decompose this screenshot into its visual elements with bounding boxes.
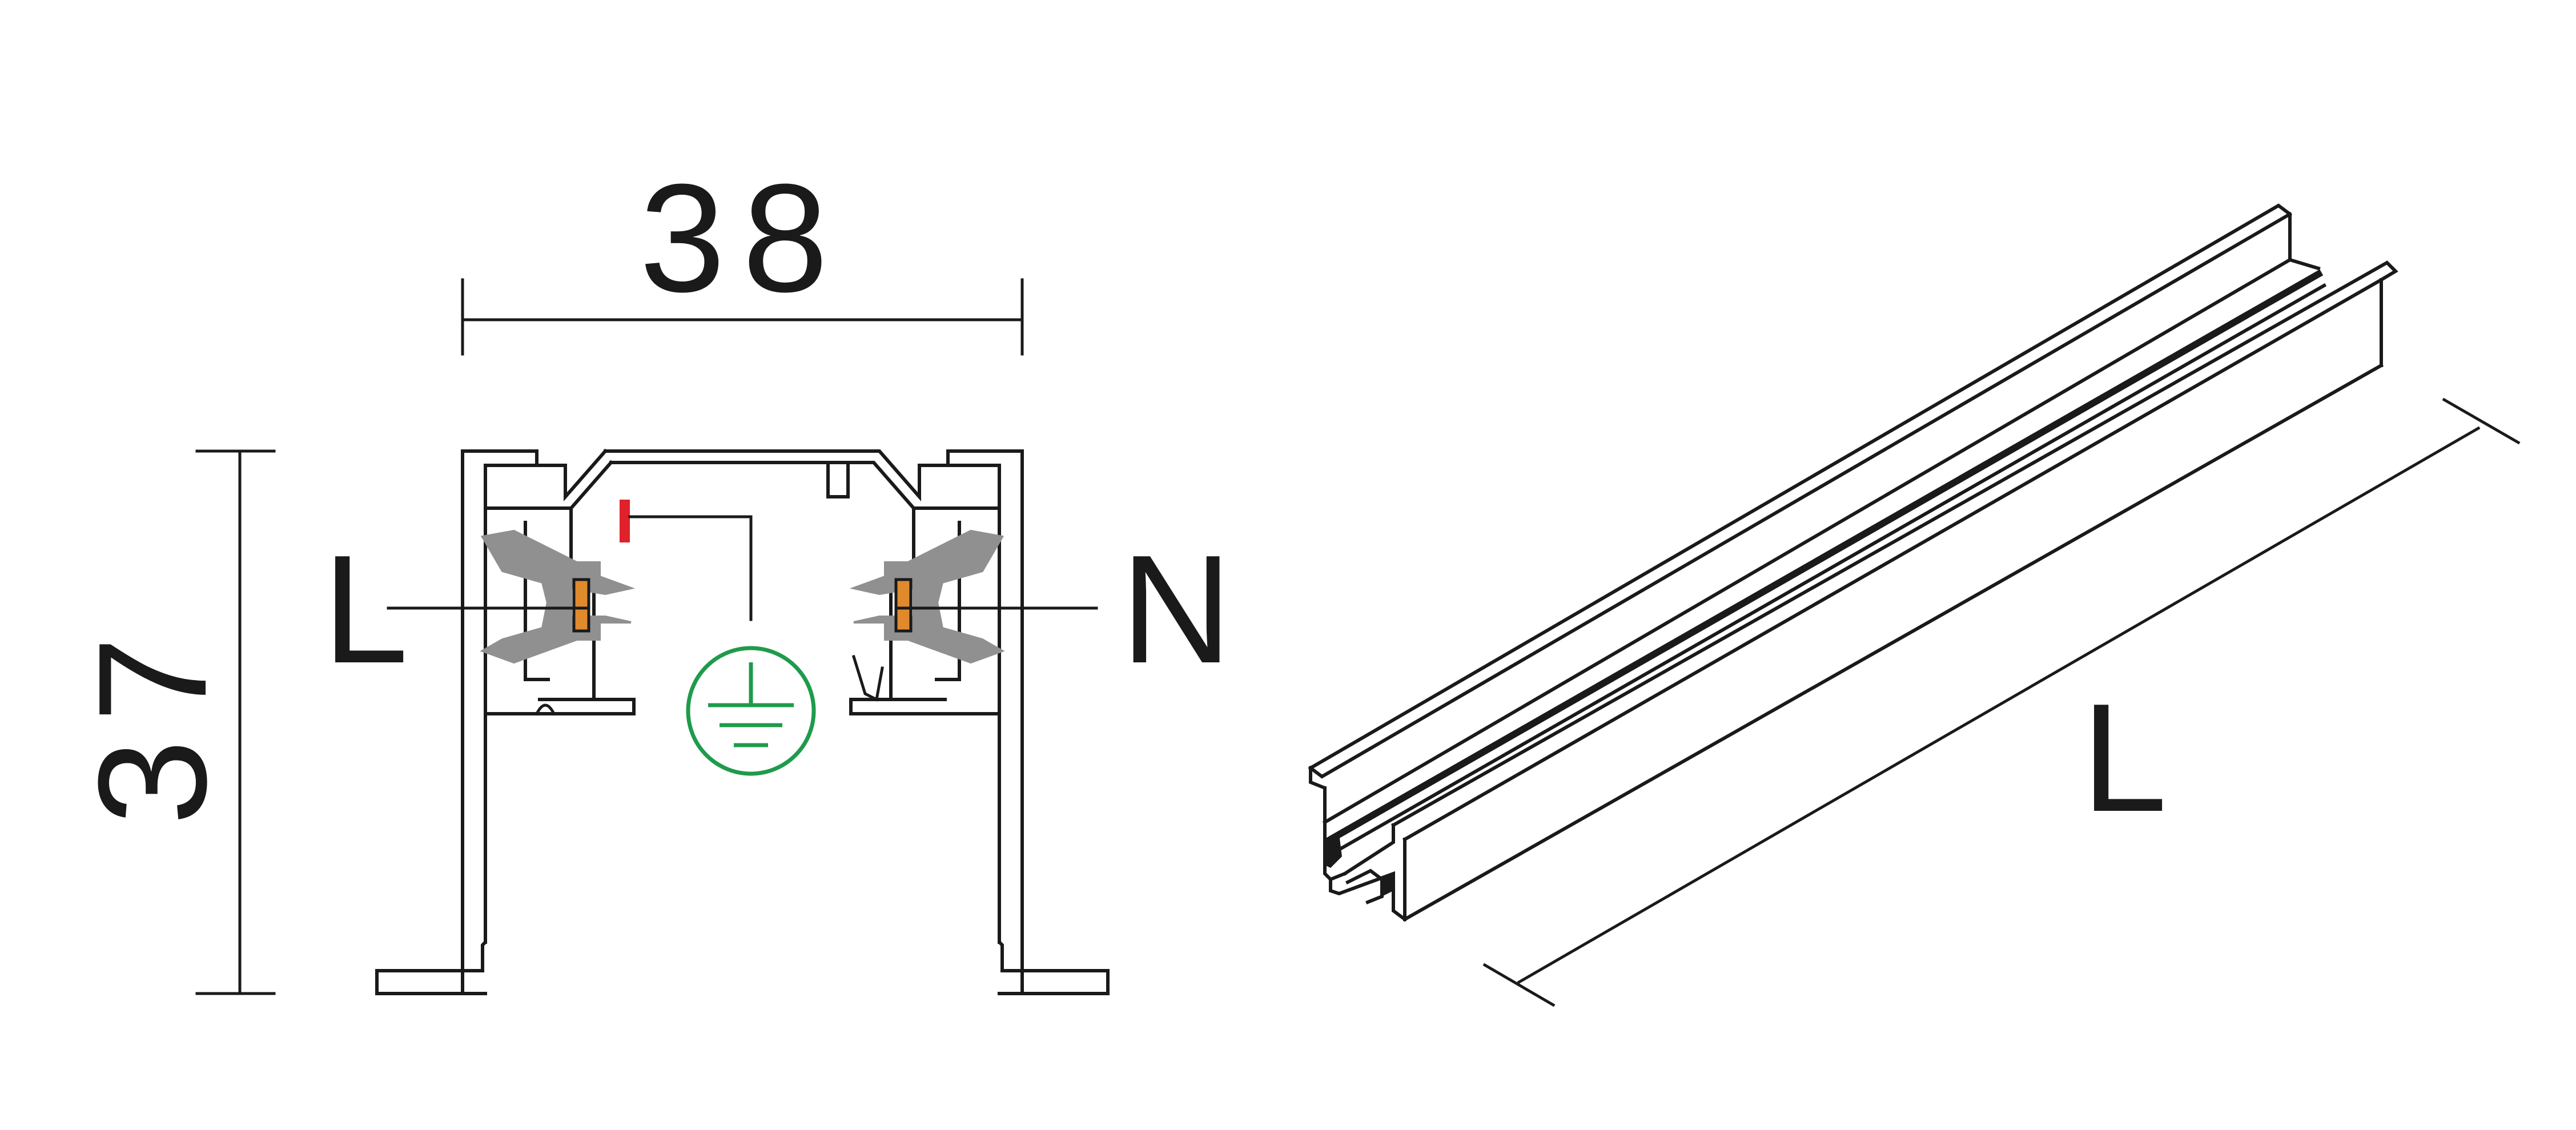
right-insulator — [849, 529, 1005, 702]
rail-isometric-view: L — [1308, 203, 2521, 1007]
live-conductor — [572, 578, 590, 633]
live-label: L — [323, 524, 408, 695]
earth-contact-marker — [620, 500, 630, 542]
rail-profile-outline — [375, 448, 1110, 995]
length-label: L — [2081, 672, 2167, 844]
neutral-conductor — [894, 578, 913, 633]
length-dimension: L — [1482, 397, 2521, 1007]
left-insulator — [480, 529, 636, 664]
height-dimension-value: 37 — [67, 620, 239, 825]
neutral-label: N — [1121, 524, 1232, 695]
earth-ground-icon — [686, 646, 816, 776]
height-dimension: 37 — [67, 449, 276, 995]
width-dimension: 38 — [461, 152, 1024, 356]
width-dimension-value: 38 — [640, 152, 845, 324]
earth-leader-line — [628, 515, 753, 621]
cross-section-view: 38 37 — [67, 152, 1232, 995]
